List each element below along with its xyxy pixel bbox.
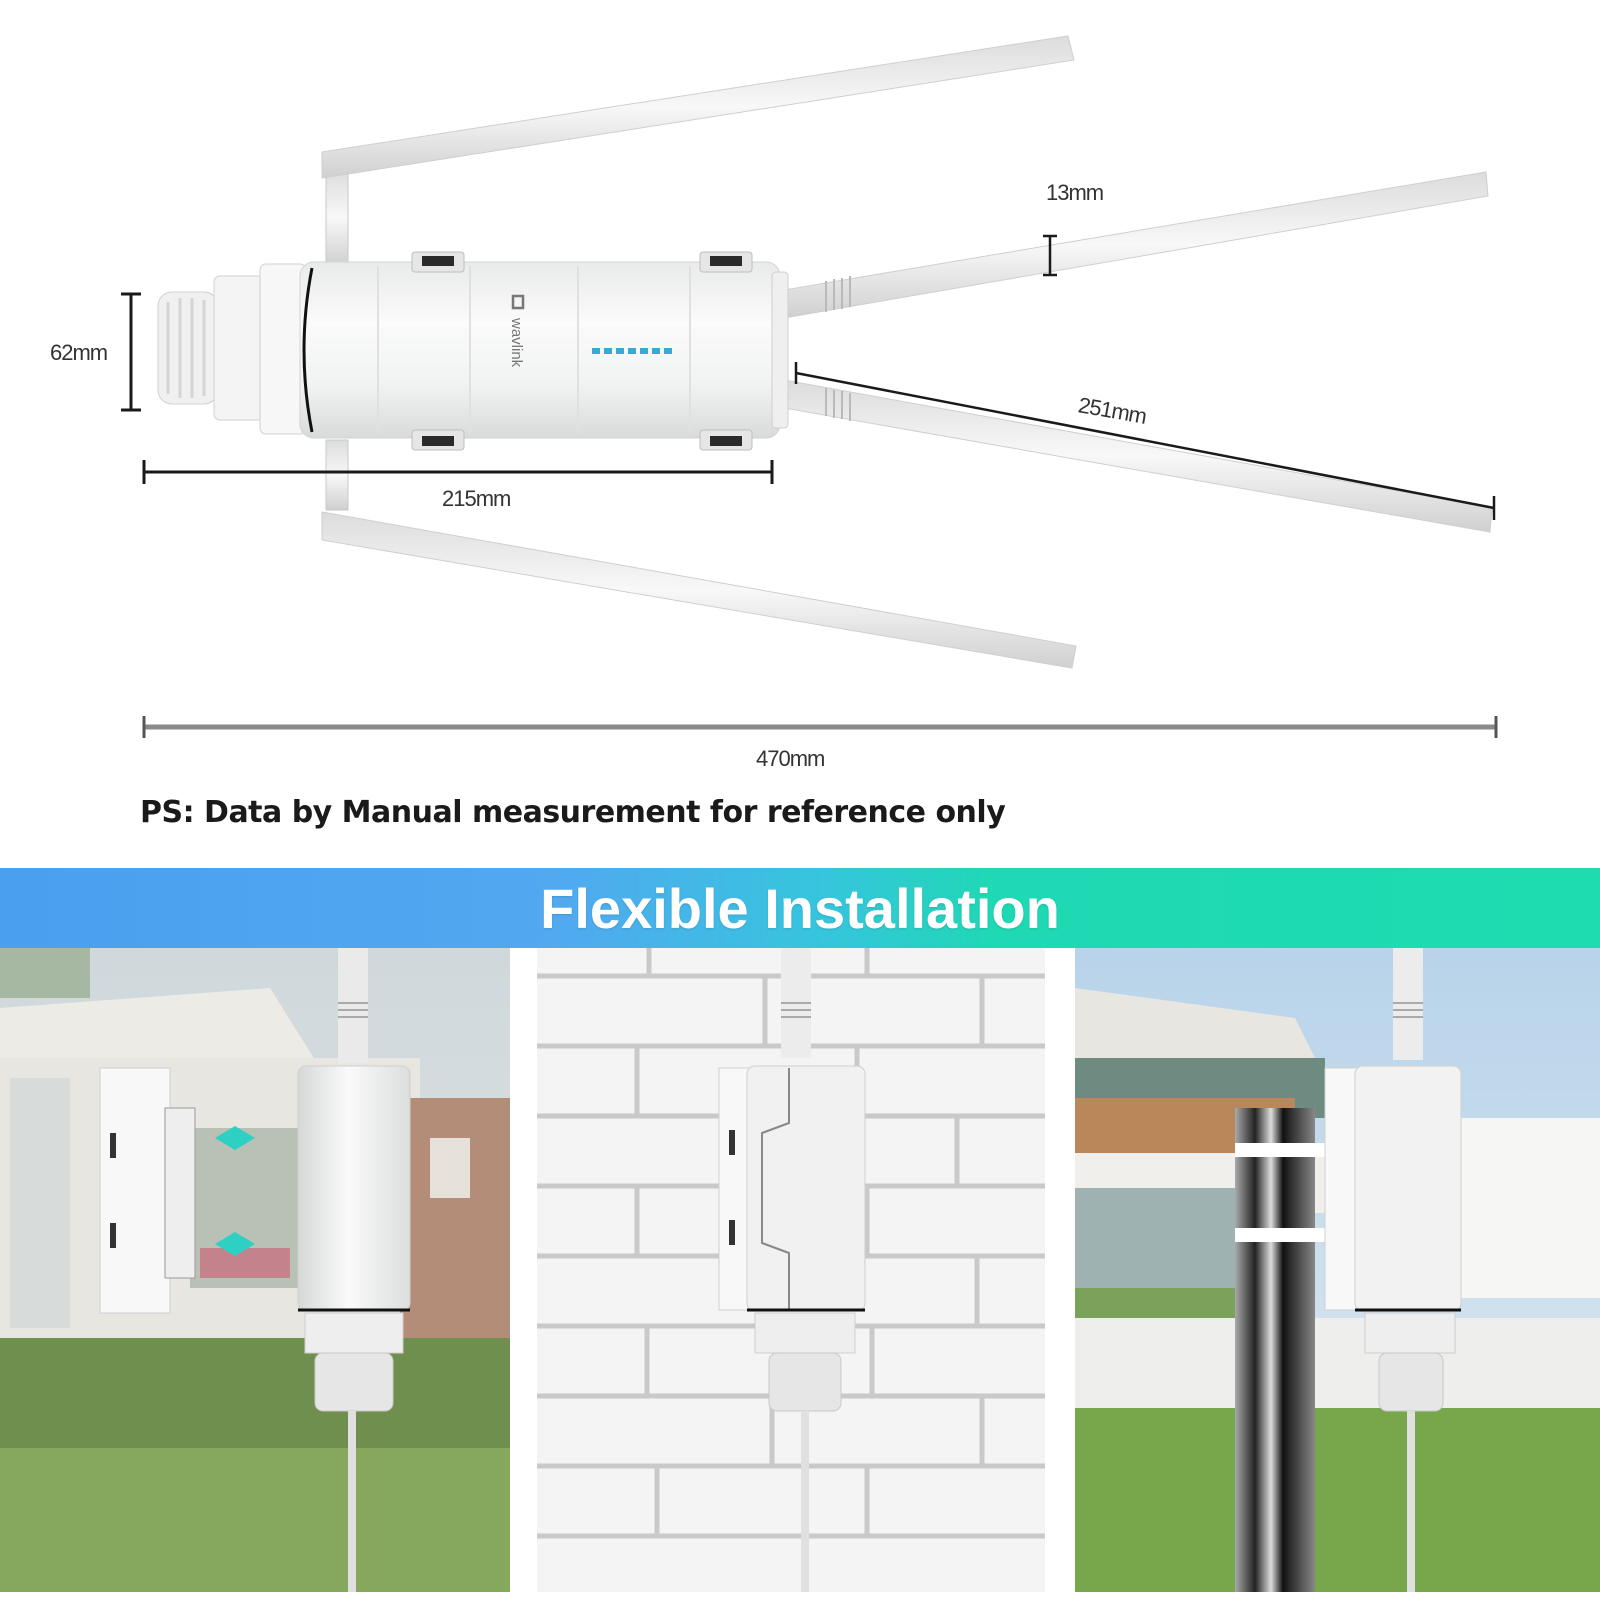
dimension-body-length-label: 215mm <box>442 486 511 511</box>
router-body <box>299 251 789 451</box>
brand-logo: wavlink <box>508 317 525 368</box>
total-length-line <box>142 716 1498 738</box>
antenna-top-left <box>321 35 1075 266</box>
device-illustration: wavlink <box>121 35 1498 738</box>
install-photo-house <box>0 948 510 1592</box>
section-banner: Flexible Installation <box>0 868 1600 948</box>
antenna-bottom-left <box>321 439 1077 669</box>
banner-title: Flexible Installation <box>540 877 1060 940</box>
arrow-icon <box>215 1126 255 1150</box>
measurement-disclaimer: PS: Data by Manual measurement for refer… <box>140 795 1006 830</box>
pole-strap <box>1235 1228 1345 1242</box>
router-device <box>1324 948 1462 1592</box>
dimension-total-length-label: 470mm <box>756 746 825 771</box>
status-leds <box>592 348 672 354</box>
install-photo-pole <box>1075 948 1600 1592</box>
dimension-antenna-diameter-label: 13mm <box>1046 180 1104 205</box>
dimension-height-label: 62mm <box>50 340 108 365</box>
router-device <box>297 948 411 1592</box>
mounting-pole <box>1235 1108 1315 1592</box>
install-photo-wall <box>537 948 1045 1592</box>
mounting-bracket <box>99 1067 196 1314</box>
dimension-lines <box>121 234 1496 520</box>
pole-strap <box>1235 1143 1345 1157</box>
arrow-icon <box>215 1232 255 1256</box>
antenna-right-upper <box>783 171 1489 319</box>
cable-gland-cap <box>157 263 307 435</box>
router-device <box>718 948 866 1592</box>
dimension-diagram: wavlink 62mm 215mm 13mm 251mm 470mm PS: … <box>50 35 1498 830</box>
